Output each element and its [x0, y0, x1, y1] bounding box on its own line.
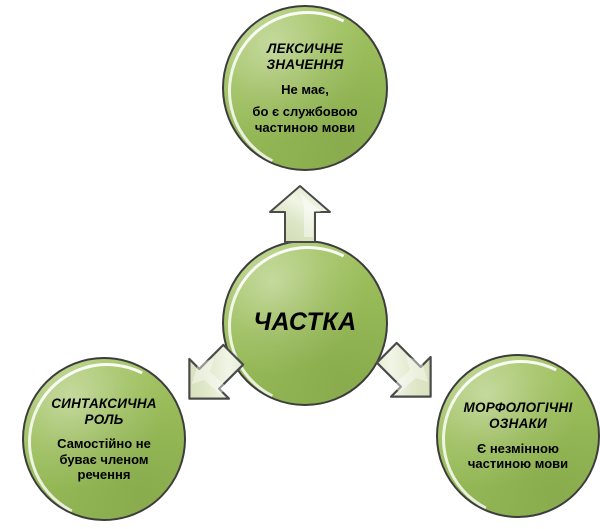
arrow-down-right-icon: [372, 338, 444, 410]
node-lexical-meaning-heading-line2: ЗНАЧЕННЯ: [266, 57, 344, 72]
arrow-up-icon: [268, 184, 332, 244]
node-morphological-features[interactable]: МОРФОЛОГІЧНІ ОЗНАКИ Є незмінною частиною…: [436, 354, 600, 518]
node-lexical-meaning[interactable]: ЛЕКСИЧНЕ ЗНАЧЕННЯ Не має, бо є службовою…: [222, 5, 388, 171]
node-morphological-features-body-line1: Є незмінною: [476, 441, 560, 457]
node-syntactic-role-body-line2: буває членом: [59, 451, 149, 467]
node-lexical-meaning-body-line2: бо є службовою: [252, 104, 358, 120]
node-lexical-meaning-body-line1: Не має,: [281, 81, 329, 97]
node-syntactic-role-heading-line2: РОЛЬ: [84, 411, 124, 427]
arrow-down-left-icon: [176, 340, 248, 412]
node-lexical-meaning-body-line3: частиною мови: [254, 119, 356, 135]
node-morphological-features-body-line2: частиною мови: [467, 456, 569, 472]
node-morphological-features-heading-line1: МОРФОЛОГІЧНІ: [463, 400, 573, 416]
node-syntactic-role-body-line1: Самостійно не: [57, 436, 151, 452]
node-morphological-features-heading-line2: ОЗНАКИ: [489, 416, 547, 432]
node-syntactic-role-heading-line1: СИНТАКСИЧНА: [51, 395, 157, 411]
node-particle-center-label: ЧАСТКА: [253, 308, 357, 337]
node-particle-center[interactable]: ЧАСТКА: [222, 240, 388, 406]
node-syntactic-role-body-line3: речення: [77, 467, 131, 483]
node-syntactic-role[interactable]: СИНТАКСИЧНА РОЛЬ Самостійно не буває чле…: [22, 357, 186, 521]
node-lexical-meaning-heading-line1: ЛЕКСИЧНЕ: [267, 41, 343, 57]
